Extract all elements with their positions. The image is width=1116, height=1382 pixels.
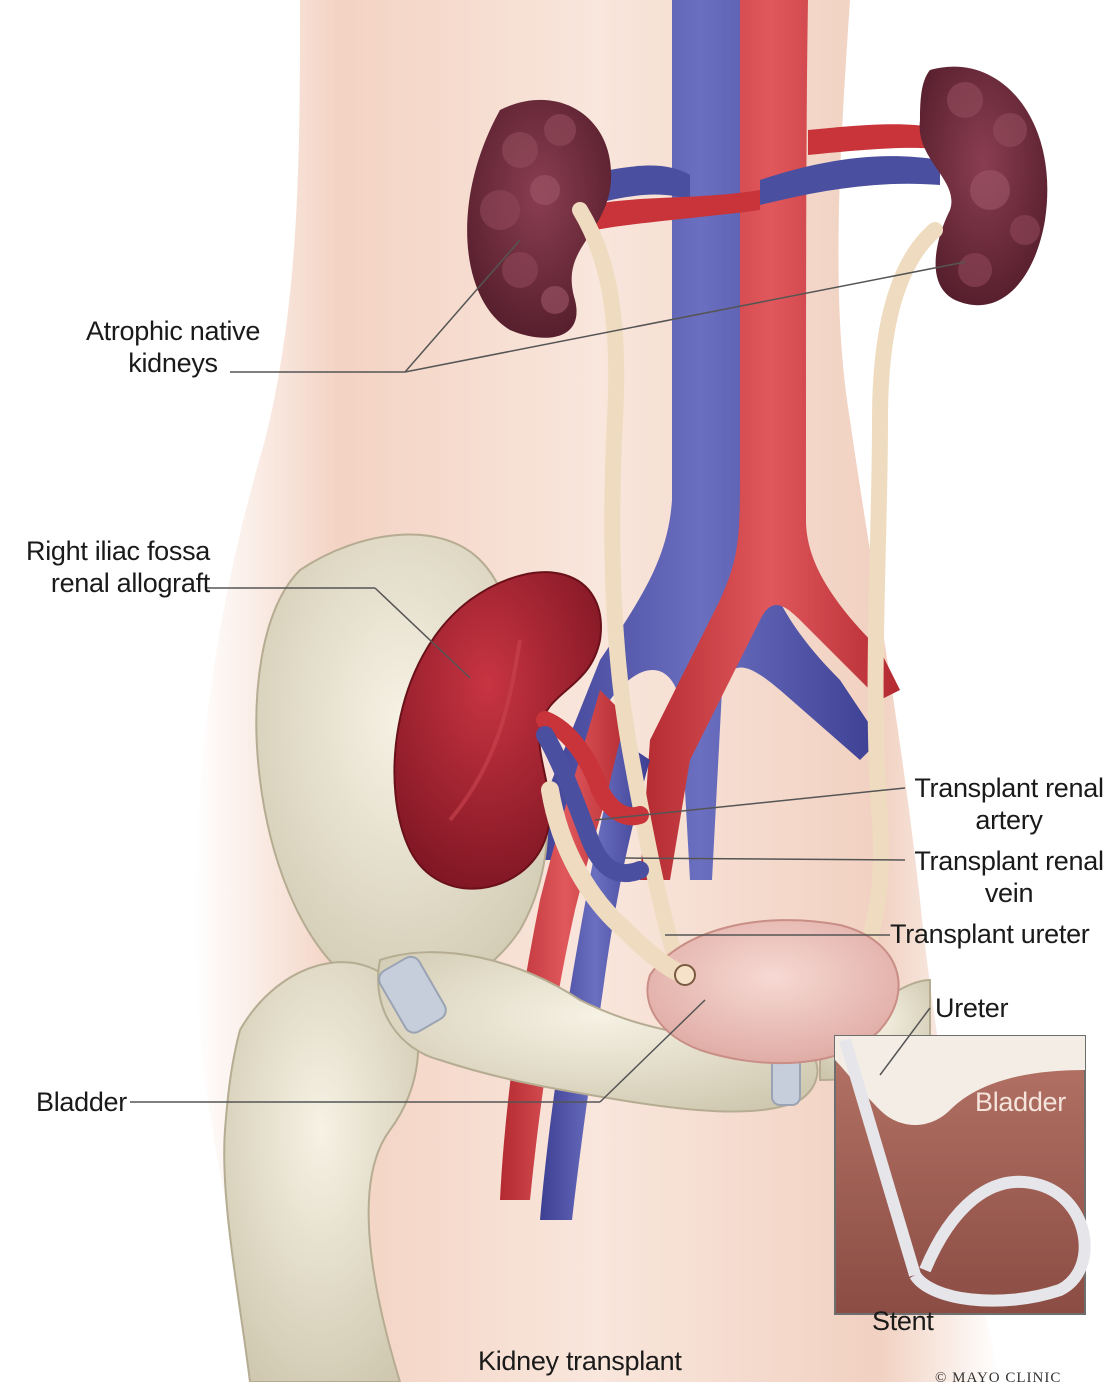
ureter-anastomosis bbox=[675, 965, 695, 985]
label-line: Atrophic native bbox=[68, 315, 278, 347]
label-line: vein bbox=[905, 877, 1113, 909]
label-renal-allograft: Right iliac fossa renal allograft bbox=[5, 535, 210, 599]
right-native-kidney bbox=[920, 67, 1048, 306]
label-inset-bladder: Bladder bbox=[975, 1086, 1066, 1118]
label-stent: Stent bbox=[872, 1305, 934, 1337]
figure-caption: Kidney transplant bbox=[478, 1345, 682, 1377]
label-atrophic-native-kidneys: Atrophic native kidneys bbox=[68, 315, 278, 379]
stent-inset bbox=[835, 1036, 1085, 1314]
label-transplant-renal-vein: Transplant renal vein bbox=[905, 845, 1113, 909]
label-transplant-ureter: Transplant ureter bbox=[890, 918, 1090, 950]
label-line: Transplant renal bbox=[905, 845, 1113, 877]
label-bladder: Bladder bbox=[36, 1086, 127, 1118]
label-line: artery bbox=[905, 804, 1113, 836]
label-line: Transplant renal bbox=[905, 772, 1113, 804]
label-line: renal allograft bbox=[5, 567, 210, 599]
label-ureter: Ureter bbox=[935, 992, 1008, 1024]
label-line: Right iliac fossa bbox=[5, 535, 210, 567]
copyright-credit: © MAYO CLINIC bbox=[935, 1362, 1061, 1382]
label-transplant-renal-artery: Transplant renal artery bbox=[905, 772, 1113, 836]
label-line: kidneys bbox=[68, 347, 278, 379]
